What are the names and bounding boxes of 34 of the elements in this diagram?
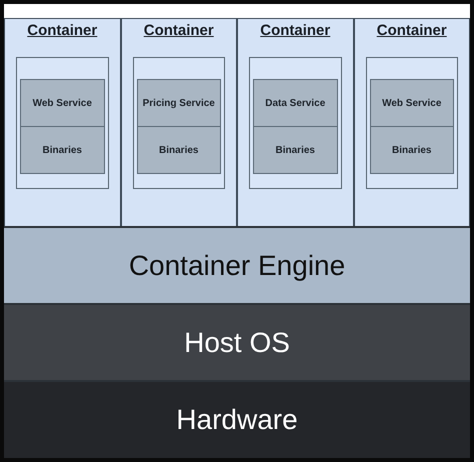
container-heading: Container	[259, 22, 332, 39]
layer-label: Host OS	[184, 327, 290, 359]
service-box	[136, 126, 221, 174]
service-box	[20, 79, 104, 127]
service-label: Binaries	[276, 144, 315, 156]
container-inner-box	[132, 57, 225, 189]
service-label: Binaries	[392, 144, 432, 156]
service-label: Pricing Service	[142, 98, 215, 108]
layer-band	[4, 380, 470, 458]
layer-label: Hardware	[176, 404, 298, 436]
service-box	[253, 126, 338, 174]
container-box	[4, 18, 120, 227]
container-inner-box	[16, 57, 108, 189]
service-box	[253, 79, 338, 127]
container-box	[120, 18, 237, 227]
service-label: Data Service	[265, 98, 326, 108]
layer-band	[4, 226, 470, 304]
service-label: Web Service	[382, 98, 442, 108]
layer-band	[4, 303, 470, 381]
container-box	[237, 18, 354, 227]
service-box	[20, 126, 104, 174]
container-heading: Container	[26, 22, 98, 39]
service-box	[370, 126, 454, 174]
container-box	[354, 18, 470, 227]
service-box	[136, 79, 221, 127]
container-inner-box	[249, 57, 342, 189]
container-heading: Container	[376, 22, 448, 39]
service-label: Binaries	[42, 144, 82, 156]
service-label: Web Service	[32, 98, 92, 108]
layer-label: Container Engine	[128, 250, 346, 282]
container-inner-box	[366, 57, 458, 189]
service-label: Binaries	[159, 144, 198, 156]
container-heading: Container	[142, 22, 215, 39]
service-box	[370, 79, 454, 127]
